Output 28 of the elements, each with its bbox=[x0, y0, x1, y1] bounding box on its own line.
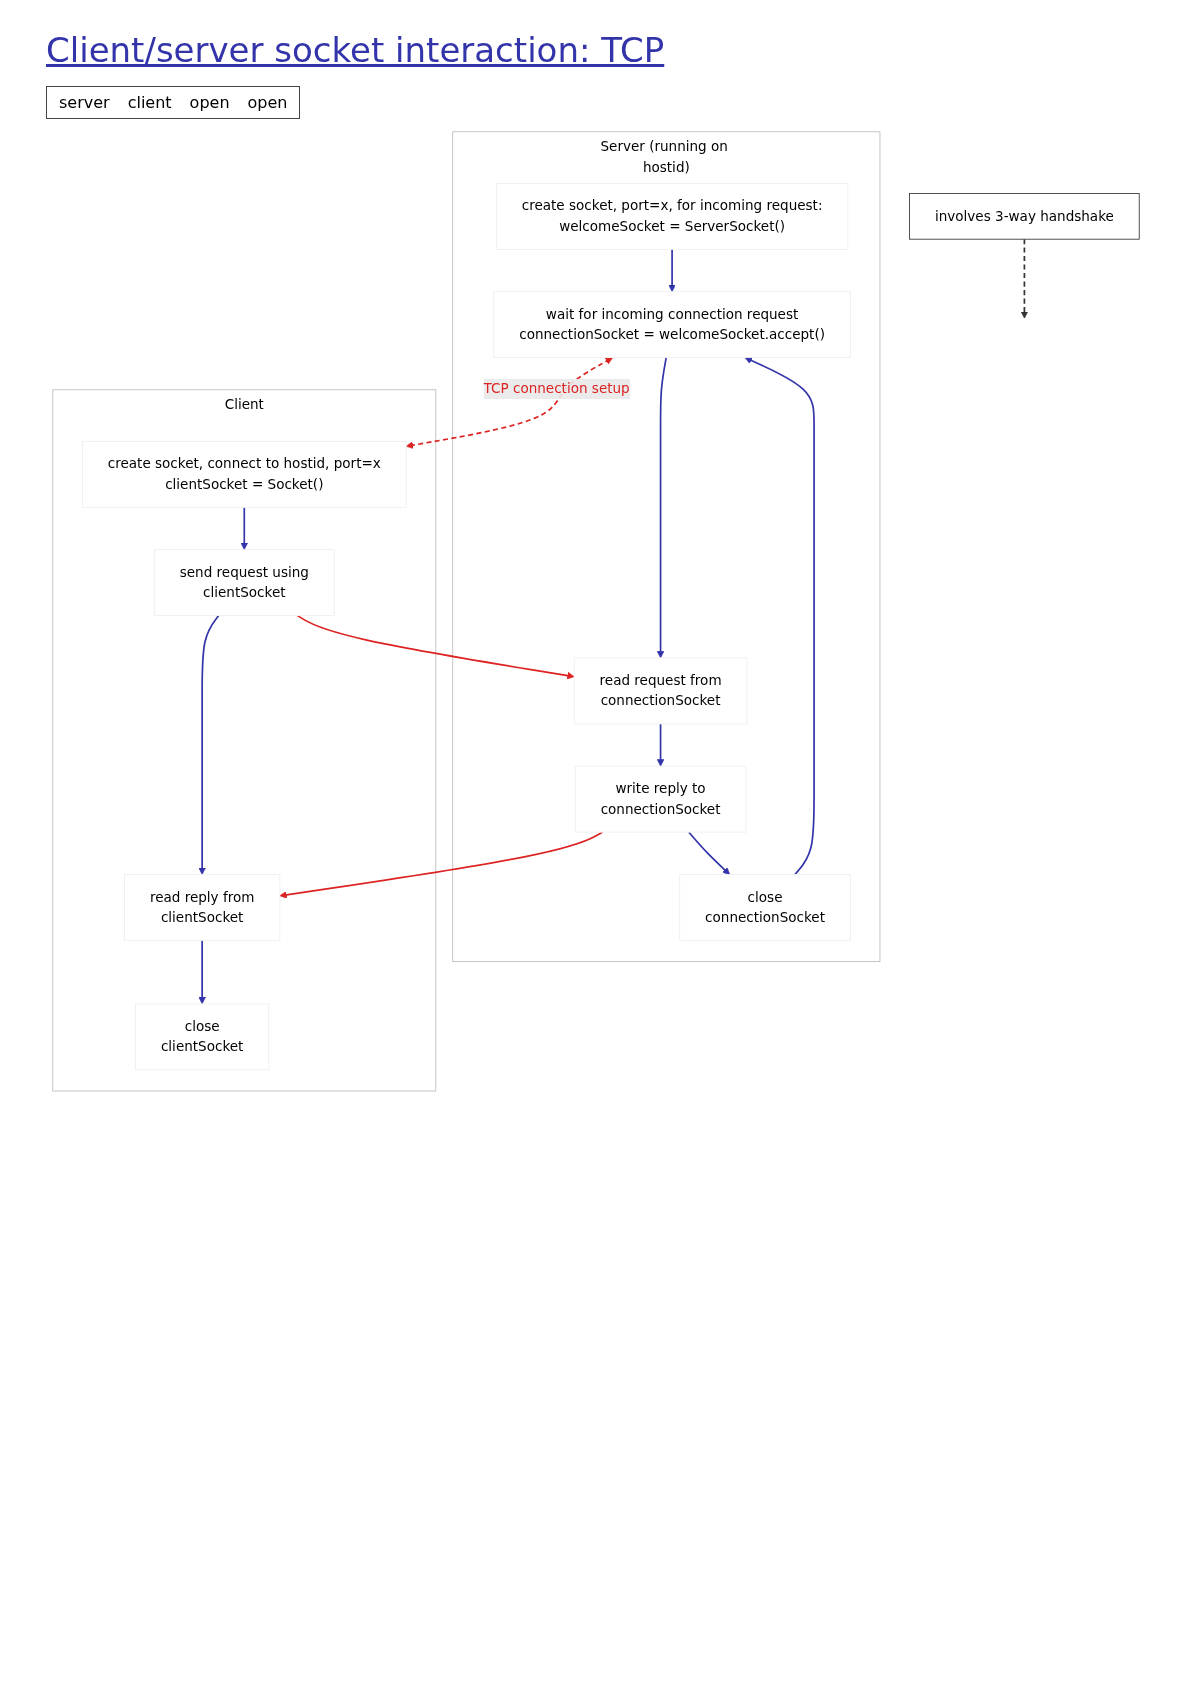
arrow bbox=[198, 939, 206, 1005]
arrow bbox=[279, 831, 604, 899]
handshake-label: server bbox=[59, 93, 110, 112]
node-box: write reply to connectionSocket bbox=[574, 765, 747, 833]
diagram-title: Client/server socket interaction: TCP bbox=[46, 30, 666, 70]
arrow bbox=[656, 723, 665, 767]
arrow bbox=[656, 356, 668, 659]
node-box: read reply from clientSocket bbox=[124, 874, 281, 941]
node-box: involves 3-way handshake bbox=[909, 193, 1140, 240]
node-box: close connectionSocket bbox=[679, 874, 851, 941]
arrow bbox=[405, 357, 613, 449]
handshake-label: open bbox=[247, 93, 288, 112]
arrow bbox=[744, 357, 815, 876]
arrow bbox=[296, 614, 575, 680]
arrow bbox=[688, 831, 731, 875]
node-box: read request from connectionSocket bbox=[573, 657, 748, 725]
node-box: create socket, port=x, for incoming request: welcomeSocket = ServerSocket() bbox=[495, 182, 849, 250]
arrow bbox=[198, 614, 220, 875]
arrow bbox=[240, 506, 248, 550]
node-box: wait for incoming connection request connectionSocket = welcomeSocket.accept() bbox=[493, 291, 851, 359]
node-box: send request using clientSocket bbox=[153, 549, 335, 617]
handshake-label: client bbox=[127, 93, 172, 112]
arrow bbox=[1020, 238, 1029, 319]
arrow bbox=[668, 248, 676, 292]
node-box: create socket, connect to hostid, port=x clientSocket = Socket() bbox=[81, 440, 407, 508]
edge-label: TCP connection setup bbox=[483, 380, 630, 397]
node-box: close clientSocket bbox=[135, 1003, 270, 1071]
handshake-label: open bbox=[189, 93, 230, 112]
